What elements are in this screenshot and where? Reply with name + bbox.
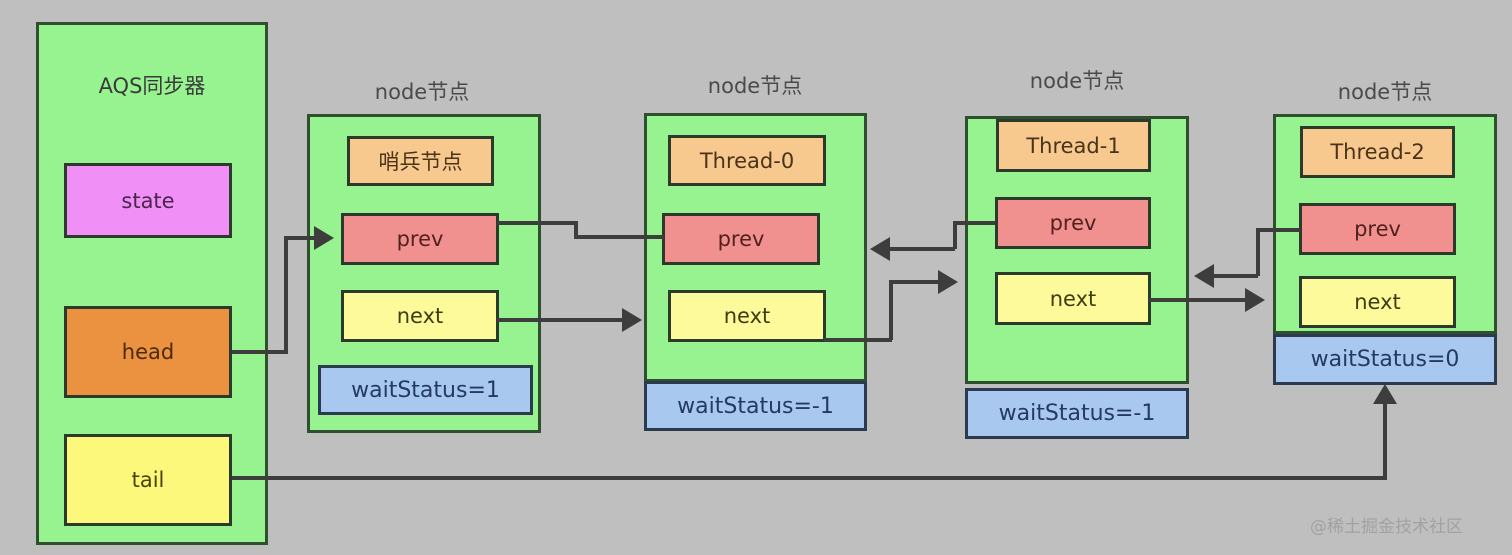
node-3-caption: node节点 [1029,69,1125,93]
connector-n2next-segment-1 [824,338,892,342]
node-4-caption: node节点 [1337,80,1433,104]
connector-head-segment-2 [284,236,288,354]
node-1-prev-box: prev [341,213,499,265]
connector-n1next-segment-1 [497,318,627,322]
node-1-caption: node节点 [374,80,470,104]
connector-n4prev-segment-2 [1256,228,1260,276]
connector-n1prev-segment-3 [574,235,664,239]
watermark: @稀土掘金技术社区 [1310,517,1463,537]
node-4-prev-box: prev [1299,203,1456,255]
node-2-caption: node节点 [707,74,803,98]
connector-n2next-segment-3 [889,280,941,284]
node-2-thread-box: Thread-0 [668,135,826,186]
connector-tail-arrowhead [1373,384,1397,404]
connector-n3prev-segment-1 [955,221,995,225]
node-1-next-box: next [341,290,499,342]
connector-tail-segment-2 [1383,402,1387,480]
node-3-waitstatus-box: waitStatus=-1 [965,388,1189,439]
node-3-thread-box: Thread-1 [996,119,1151,172]
connector-n1next-arrowhead [622,308,642,332]
aqs-field-head: head [64,306,232,398]
connector-head-arrowhead [314,226,334,250]
connector-n4prev-arrowhead [1194,264,1214,288]
connector-n3prev-arrowhead [870,237,890,261]
node-1-waitstatus-box: waitStatus=1 [318,365,533,415]
node-1-thread-box: 哨兵节点 [347,136,494,186]
node-4-waitstatus-box: waitStatus=0 [1273,334,1497,385]
connector-n3next-segment-1 [1149,298,1250,302]
connector-n2next-arrowhead [938,270,958,294]
connector-n4prev-segment-3 [1214,274,1258,278]
node-4-thread-box: Thread-2 [1300,126,1455,178]
connector-n3prev-segment-2 [953,221,957,249]
node-4-next-box: next [1299,276,1456,328]
node-2-waitstatus-box: waitStatus=-1 [644,381,867,431]
connector-n4prev-segment-1 [1258,228,1300,232]
node-3-next-box: next [995,272,1151,325]
connector-n1prev-segment-1 [497,221,577,225]
connector-head-segment-3 [284,236,316,240]
aqs-panel-title: AQS同步器 [98,74,206,98]
aqs-field-state: state [64,163,232,238]
connector-head-segment-1 [232,350,288,354]
node-3-prev-box: prev [995,197,1151,249]
connector-tail-segment-1 [232,476,1387,480]
connector-n1prev-segment-2 [574,221,578,238]
connector-n2next-segment-2 [889,280,893,340]
connector-n3prev-segment-3 [890,247,955,251]
node-2-prev-box: prev [662,213,820,265]
aqs-field-tail: tail [64,434,232,526]
connector-n3next-arrowhead [1245,288,1265,312]
node-2-next-box: next [668,290,826,342]
